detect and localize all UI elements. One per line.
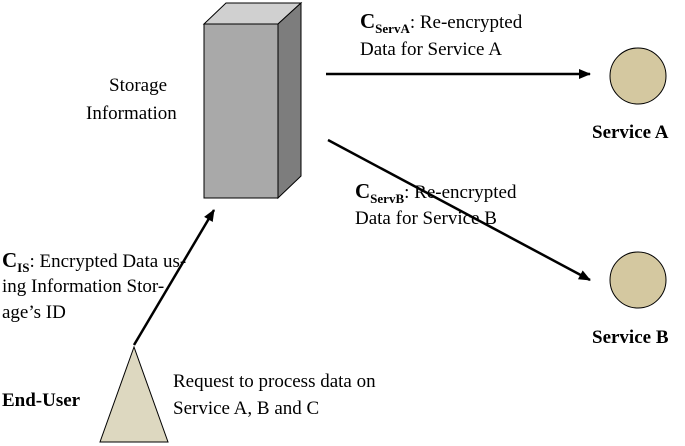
arrow-to-storage [132, 209, 216, 346]
storage-box-side [277, 1, 302, 200]
request-text-line2: Service A, B and C [173, 398, 319, 419]
end-user-arrow-label-line2: ing Information Stor- [2, 276, 164, 297]
arrow-to-service-b [327, 138, 591, 282]
storage-box [202, 1, 303, 200]
service-b-node [609, 251, 667, 309]
end-user-label: End-User [2, 390, 81, 411]
request-text-line1: Request to process data on [173, 371, 376, 392]
service-b-label: Service B [592, 327, 669, 348]
end-user-node [99, 345, 169, 443]
end-user-arrow-label-line1: CIS: Encrypted Data us- [2, 248, 186, 275]
service-a-node [609, 47, 667, 105]
service-a-arrow-label-line2: Data for Service A [360, 39, 502, 60]
storage-box-front [203, 23, 279, 199]
storage-label-line2: Information [86, 103, 177, 124]
service-b-arrow-label-line2: Data for Service B [355, 208, 497, 229]
storage-label-line1: Storage [109, 75, 167, 96]
service-a-arrow-label-line1: CServA: Re-encrypted [360, 9, 523, 36]
end-user-arrow-label-line3: age’s ID [2, 302, 66, 323]
service-b-arrow-label-line1: CServB: Re-encrypted [355, 179, 517, 206]
service-a-label: Service A [592, 122, 669, 143]
